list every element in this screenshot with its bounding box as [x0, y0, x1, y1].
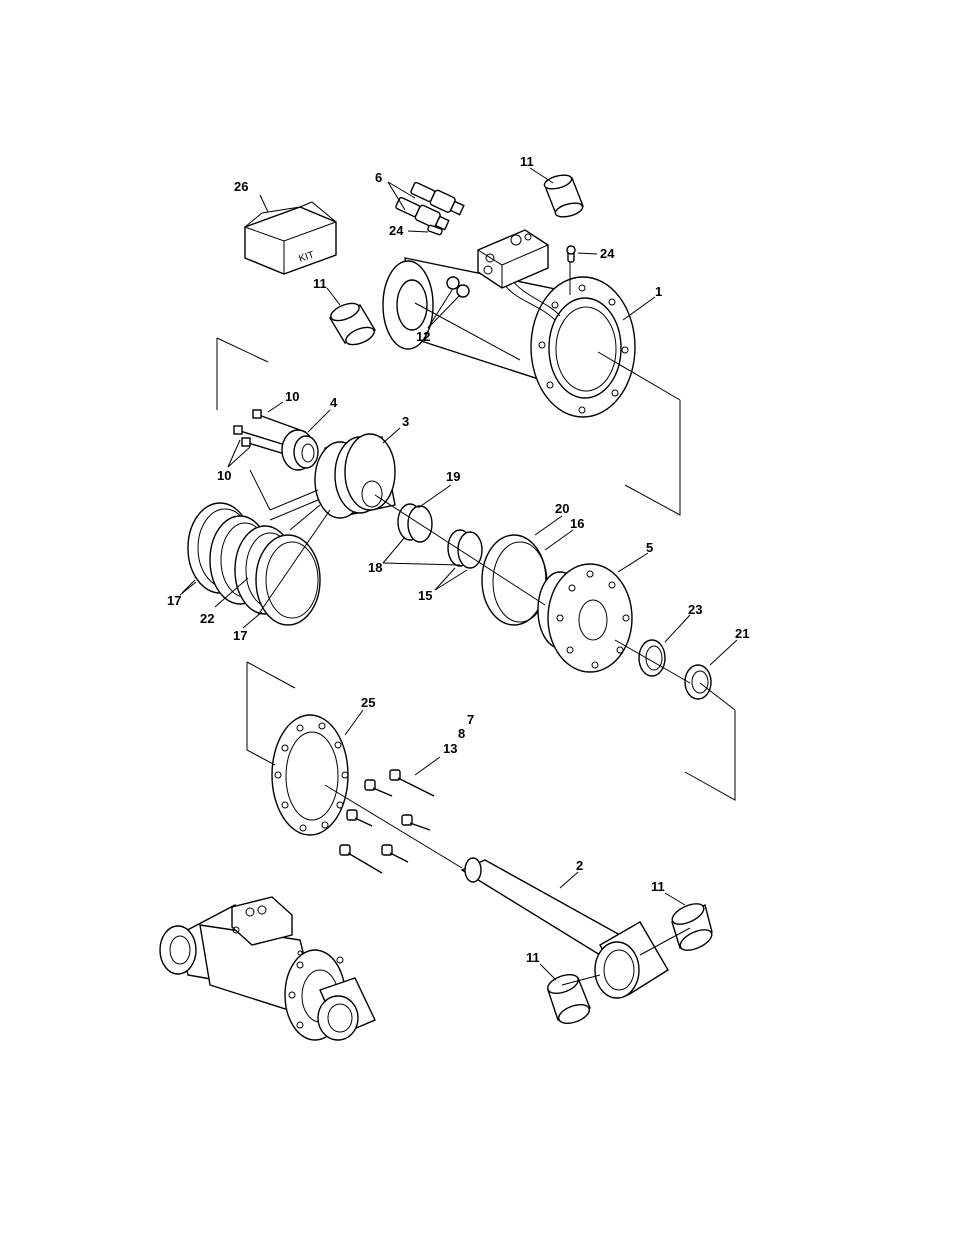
- gasket-item-25: [272, 715, 348, 835]
- cylinder-barrel: [383, 230, 635, 417]
- callout-12: 12: [416, 329, 430, 344]
- callout-11-lower-right: 11: [651, 879, 665, 894]
- piston-item-3: [315, 434, 395, 518]
- callout-7: 7: [467, 712, 474, 727]
- callout-22: 22: [200, 611, 214, 626]
- kit-box: KIT: [245, 202, 336, 274]
- callout-23: 23: [688, 602, 702, 617]
- callout-11-left: 11: [313, 276, 327, 291]
- callout-17-bottom: 17: [233, 628, 247, 643]
- callout-18: 18: [368, 560, 382, 575]
- bushing-upper-right: [543, 173, 584, 220]
- callout-6: 6: [375, 170, 382, 185]
- rod-seal-item-23: [639, 640, 665, 676]
- callout-10-top: 10: [285, 389, 299, 404]
- callout-11-top: 11: [520, 154, 534, 169]
- seal-rings-item-16-20: [482, 535, 547, 625]
- callout-15: 15: [418, 588, 432, 603]
- callout-25: 25: [361, 695, 375, 710]
- cylinder-head-item-5: [538, 564, 632, 672]
- cap-screws: [340, 770, 434, 873]
- callout-24-left: 24: [389, 223, 404, 238]
- callout-10-bottom: 10: [217, 468, 231, 483]
- retainer-item-4: [282, 430, 318, 470]
- bushing-lower-right: [669, 900, 715, 955]
- callout-13: 13: [443, 741, 457, 756]
- callout-26: 26: [234, 179, 248, 194]
- wear-rings-item-18-19: [398, 504, 482, 568]
- callout-5: 5: [646, 540, 653, 555]
- callout-24-right: 24: [600, 246, 615, 261]
- callout-8: 8: [458, 726, 465, 741]
- callout-17-left: 17: [167, 593, 181, 608]
- hydraulic-fittings: [394, 180, 465, 232]
- callout-2: 2: [576, 858, 583, 873]
- callout-4: 4: [330, 395, 338, 410]
- callout-21: 21: [735, 626, 749, 641]
- callout-19: 19: [446, 469, 460, 484]
- callout-16: 16: [570, 516, 584, 531]
- callout-11-lower-left: 11: [526, 950, 540, 965]
- assembled-cylinder-view: [160, 897, 375, 1040]
- callout-1: 1: [655, 284, 662, 299]
- callout-20: 20: [555, 501, 569, 516]
- bushing-upper-left: [328, 300, 376, 348]
- callout-3: 3: [402, 414, 409, 429]
